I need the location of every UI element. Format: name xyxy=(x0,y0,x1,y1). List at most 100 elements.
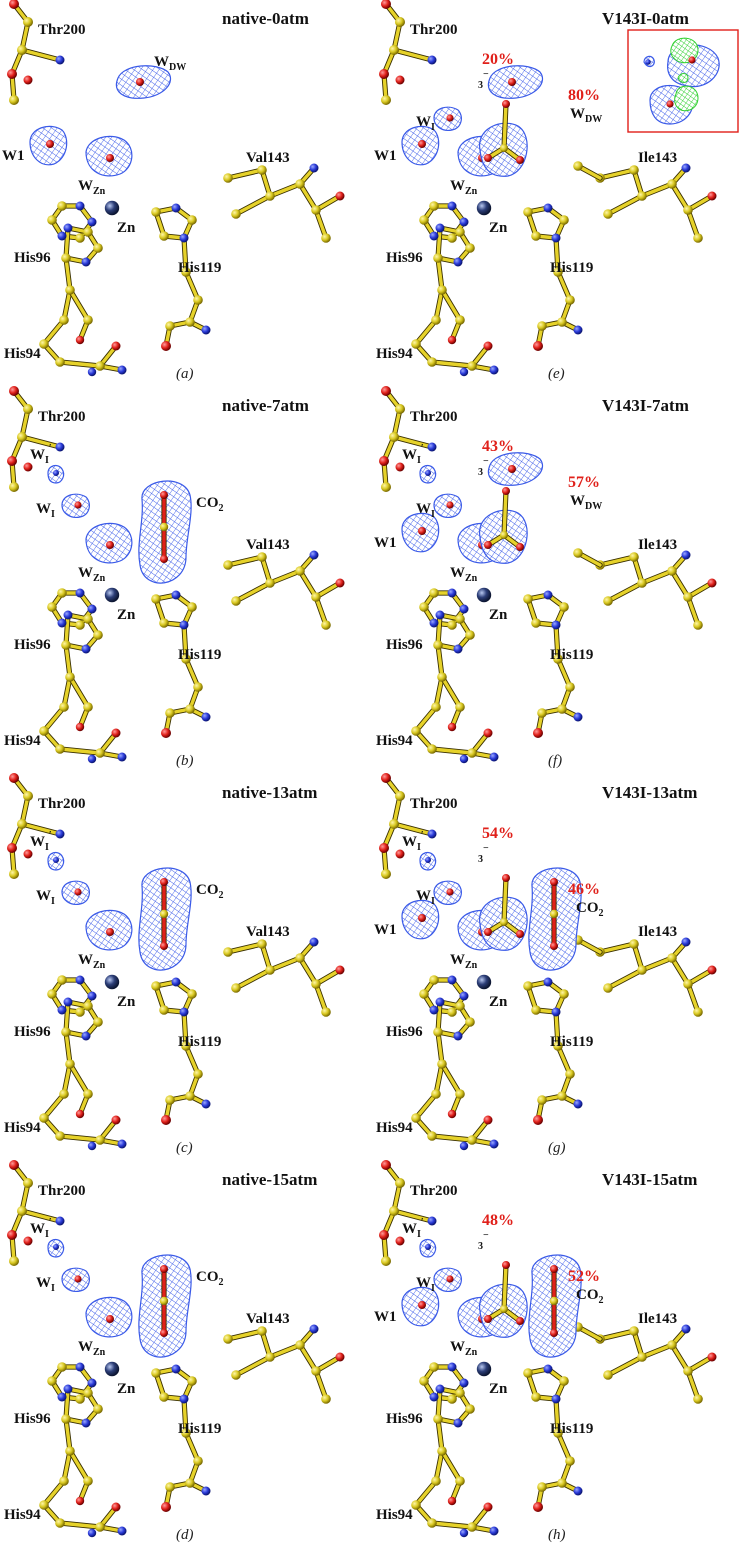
thr200-carbon xyxy=(381,95,391,105)
his119-backbone-bond xyxy=(554,623,560,661)
res143-carbon xyxy=(311,979,321,989)
w1-label: W1 xyxy=(374,1309,397,1325)
his-carbon xyxy=(93,630,103,640)
res143-carbon xyxy=(683,592,693,602)
w1-label-part: W1 xyxy=(374,148,397,164)
wi-prime-label-part: W xyxy=(30,1221,45,1237)
his-nitrogen xyxy=(87,1141,97,1151)
thr200-carbon xyxy=(17,45,27,55)
his-nitrogen xyxy=(453,257,463,267)
residue143-label-part: Ile143 xyxy=(638,150,677,166)
his94-ring-bond xyxy=(64,613,70,647)
his119-label: His119 xyxy=(178,1421,221,1437)
hco3-label: 3− xyxy=(478,456,489,478)
thr200-label: Thr200 xyxy=(38,409,86,425)
his119-backbone-bond xyxy=(556,657,572,689)
thr200-label: Thr200 xyxy=(410,796,458,812)
res143-carbon xyxy=(265,1352,275,1362)
hco3-label: 3− xyxy=(478,1230,489,1252)
his-backbone-bond xyxy=(62,675,72,709)
panel-title-part: V143I-15atm xyxy=(602,1170,697,1189)
thr200-bond xyxy=(392,435,434,449)
wzn-label-part: W xyxy=(450,1339,465,1355)
res143-bond xyxy=(298,1343,318,1373)
his94-label-part: His94 xyxy=(376,346,413,362)
his-nitrogen xyxy=(447,588,457,598)
hco3-oxygen xyxy=(516,156,524,164)
co2-carbon xyxy=(549,909,559,919)
wdw-label: WDW xyxy=(154,54,186,73)
panel-caption: (d) xyxy=(176,1527,194,1543)
thr200-label: Thr200 xyxy=(410,1183,458,1199)
res143-carbon xyxy=(223,947,233,957)
panel-title-part: V143I-0atm xyxy=(602,9,689,28)
his119-carbon xyxy=(523,594,533,604)
inset-difference-lower xyxy=(674,85,699,112)
thr200-bond xyxy=(392,822,434,836)
co2-oxygen xyxy=(550,942,558,950)
his119-backbone-bond xyxy=(554,236,560,274)
res143-carbon xyxy=(295,179,305,189)
his-carbon xyxy=(61,640,71,650)
his94-label: His94 xyxy=(376,733,413,749)
panel-caption: (g) xyxy=(548,1140,566,1156)
res143-bond xyxy=(606,968,644,990)
res143-carbon xyxy=(637,578,647,588)
his119-carbon xyxy=(565,682,575,692)
w1-oxygen xyxy=(418,914,426,922)
his119-label: His119 xyxy=(178,1034,221,1050)
his-nitrogen xyxy=(81,1031,91,1041)
his119-carbon xyxy=(151,594,161,604)
his119-oxygen xyxy=(161,1115,171,1125)
co2-label-part: CO xyxy=(196,1269,219,1285)
his-carbon xyxy=(455,614,465,624)
res143-bond xyxy=(268,956,302,972)
his119-nitrogen xyxy=(171,1364,181,1374)
res143-carbon xyxy=(603,983,613,993)
his119-carbon xyxy=(523,207,533,217)
thr200-label-part: Thr200 xyxy=(410,409,458,425)
his-oxygen xyxy=(75,1109,85,1119)
thr200-nitrogen xyxy=(55,829,65,839)
right-percent: 52% xyxy=(568,1268,600,1285)
his-nitrogen xyxy=(87,1528,97,1538)
residue143-label-part: Ile143 xyxy=(638,1311,677,1327)
his-carbon xyxy=(83,1089,93,1099)
thr200-nitrogen xyxy=(55,1216,65,1226)
res143-carbon xyxy=(265,578,275,588)
his119-nitrogen xyxy=(543,590,553,600)
his-backbone-bond xyxy=(68,1062,90,1096)
res143-bond xyxy=(640,569,674,585)
his-nitrogen xyxy=(447,975,457,985)
hco3-label-part: − xyxy=(483,456,489,467)
thr200-label-part: Thr200 xyxy=(38,409,86,425)
his-oxygen xyxy=(111,341,121,351)
res143-carbon xyxy=(311,592,321,602)
panel-caption-part: (b) xyxy=(176,753,194,769)
his-oxygen xyxy=(111,1502,121,1512)
his119-carbon xyxy=(165,1095,175,1105)
zinc-label-part: Zn xyxy=(489,1381,508,1397)
his119-carbon xyxy=(181,654,191,664)
residue143-label-part: Val143 xyxy=(246,924,290,940)
wi-prime-label: WI′ xyxy=(30,443,52,466)
his-nitrogen xyxy=(435,223,445,233)
panel-title: native-7atm xyxy=(222,396,309,415)
his-carbon xyxy=(39,726,49,736)
res143-carbon xyxy=(667,1340,677,1350)
his-backbone-bond xyxy=(414,705,438,733)
his-backbone-bond xyxy=(434,1062,444,1096)
thr200-oxygen xyxy=(395,75,405,85)
his-nitrogen xyxy=(459,1528,469,1538)
residue143-label-part: Ile143 xyxy=(638,537,677,553)
wi-prime-label-part: W xyxy=(402,1221,417,1237)
right-percent-part: 57% xyxy=(568,474,600,491)
panel-caption: (c) xyxy=(176,1140,193,1156)
thr200-oxygen xyxy=(7,456,17,466)
his94-label: His94 xyxy=(4,1120,41,1136)
panel-title-part: native-7atm xyxy=(222,396,309,415)
inset-atom xyxy=(688,56,696,64)
his-carbon xyxy=(411,339,421,349)
wdw-oxygen xyxy=(136,78,144,86)
his119-oxygen xyxy=(533,341,543,351)
